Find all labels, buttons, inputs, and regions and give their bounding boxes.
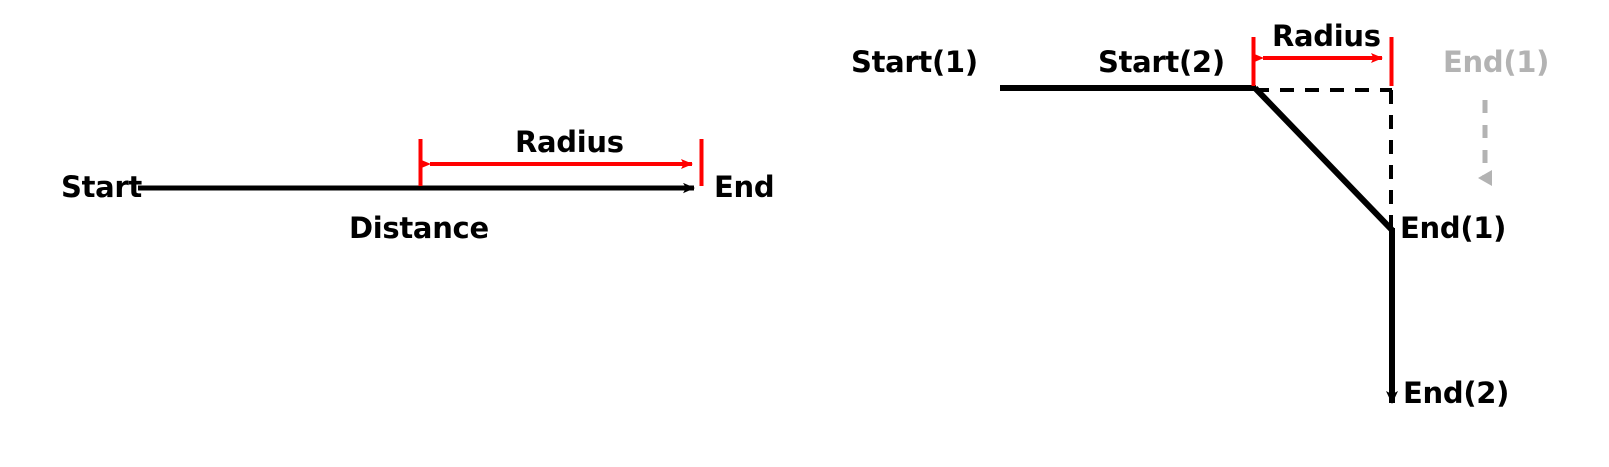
panel-single-segment bbox=[138, 139, 704, 194]
label-distance: Distance bbox=[349, 211, 489, 245]
label-radius-left: Radius bbox=[515, 125, 624, 159]
label-end-1-ghost: End(1) bbox=[1443, 45, 1550, 79]
corner-bevel-line bbox=[1252, 85, 1395, 233]
label-end-1: End(1) bbox=[1400, 211, 1507, 245]
label-start-2: Start(2) bbox=[1098, 45, 1225, 79]
label-start: Start bbox=[61, 170, 142, 204]
label-start-1: Start(1) bbox=[851, 45, 978, 79]
panel-two-segment-corner bbox=[1000, 37, 1492, 404]
label-end-2: End(2) bbox=[1403, 376, 1510, 410]
label-radius-right: Radius bbox=[1272, 19, 1381, 53]
label-end: End bbox=[714, 170, 775, 204]
